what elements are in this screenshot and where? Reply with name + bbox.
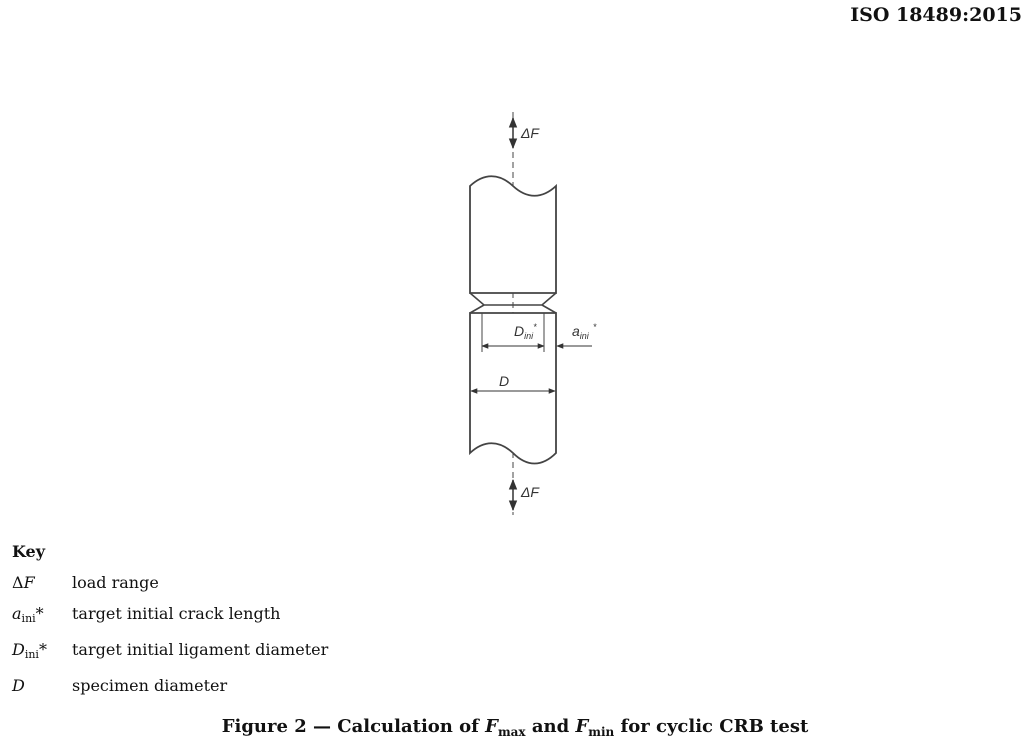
key-description: target initial ligament diameter: [72, 640, 329, 659]
key-description: load range: [72, 573, 159, 592]
d-label: D: [499, 373, 509, 389]
top-force-label: ΔF: [520, 125, 540, 141]
figure-caption: Figure 2 — Calculation of Fmax and Fmin …: [221, 716, 809, 739]
bottom-force-label: ΔF: [520, 484, 540, 500]
figure-key: Key ΔF load range aini* target initial c…: [12, 536, 328, 701]
key-symbol: D: [12, 676, 25, 695]
standard-header: ISO 18489:2015: [850, 4, 1022, 26]
a-ini-label: aini*: [572, 322, 597, 341]
d-ini-label: Dini*: [514, 322, 537, 341]
key-item-crack-length: aini* target initial crack length: [12, 598, 328, 634]
key-item-specimen-diameter: D specimen diameter: [12, 670, 328, 701]
lower-cylinder: [469, 312, 557, 465]
upper-cylinder: [469, 175, 557, 294]
key-item-ligament-diameter: Dini* target initial ligament diameter: [12, 634, 328, 670]
key-description: target initial crack length: [72, 604, 281, 623]
key-item-load-range: ΔF load range: [12, 567, 328, 598]
key-description: specimen diameter: [72, 676, 228, 695]
key-symbol: aini*: [12, 604, 44, 625]
key-title: Key: [12, 542, 46, 561]
key-symbol: ΔF: [12, 573, 35, 592]
key-symbol: Dini*: [12, 640, 47, 661]
